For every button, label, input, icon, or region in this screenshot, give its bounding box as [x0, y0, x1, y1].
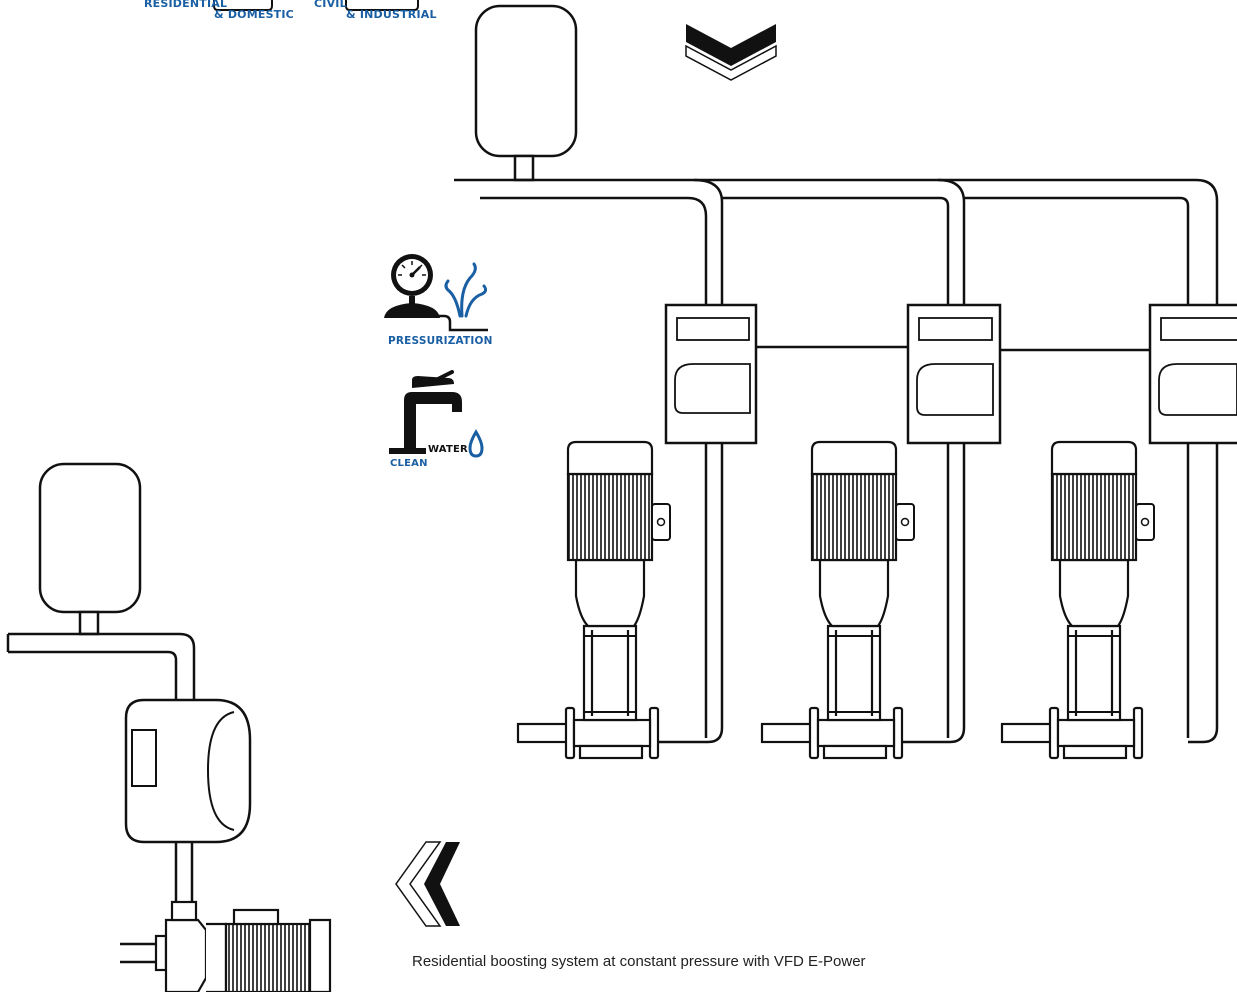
clean-label: CLEAN [390, 458, 428, 469]
vfd-controller-3 [1150, 305, 1237, 443]
water-label: WATER [428, 444, 468, 455]
badge-domestic: & DOMESTIC [214, 8, 294, 21]
vertical-pump-3 [1002, 442, 1154, 758]
double-chevron-down-icon [686, 24, 776, 80]
vertical-pump-2 [762, 442, 914, 758]
left-vfd-controller [126, 700, 250, 842]
double-chevron-left-icon [396, 842, 460, 926]
vfd-controller-2 [908, 305, 1000, 443]
left-horizontal-pump [120, 902, 330, 992]
left-expansion-vessel [40, 464, 140, 634]
vertical-pump-1 [518, 442, 670, 758]
pressurization-label: PRESSURIZATION [388, 335, 493, 347]
pressure-gauge-icon [384, 254, 488, 330]
vfd-controller-1 [666, 305, 756, 443]
badge-industrial: & INDUSTRIAL [346, 8, 437, 21]
badge-civil: CIVIL [314, 0, 347, 10]
top-expansion-vessel [476, 6, 576, 180]
diagram-caption: Residential boosting system at constant … [412, 953, 866, 970]
